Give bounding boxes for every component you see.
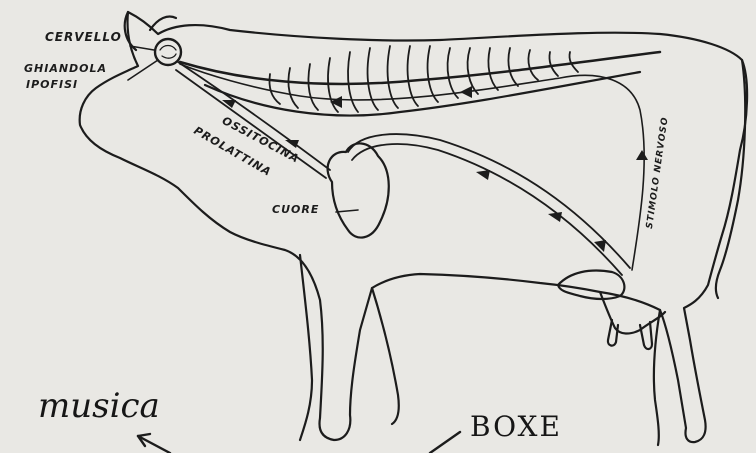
cow-ear (125, 12, 136, 50)
heart (328, 143, 389, 237)
brain-gland (155, 39, 181, 65)
cow-tail (716, 60, 745, 298)
spine (180, 52, 660, 84)
vessel-lower (352, 144, 622, 275)
vessel-upper (348, 134, 630, 268)
label-gland-line1: GHIANDOLA (24, 62, 107, 75)
label-heart: CUORE (272, 203, 319, 216)
heart-leader (336, 210, 358, 212)
cow-hind-leg (654, 310, 660, 445)
cow-front-leg-back (372, 288, 399, 424)
cow-front-leg-inner (300, 255, 312, 440)
gland-leader (128, 60, 158, 80)
label-gland-line2: IPOFISI (26, 78, 78, 91)
label-brain: CERVELLO (45, 30, 122, 44)
annotation-box: BOXE (470, 410, 562, 443)
box-arrow (430, 432, 460, 453)
annotation-music: musica (38, 386, 160, 426)
